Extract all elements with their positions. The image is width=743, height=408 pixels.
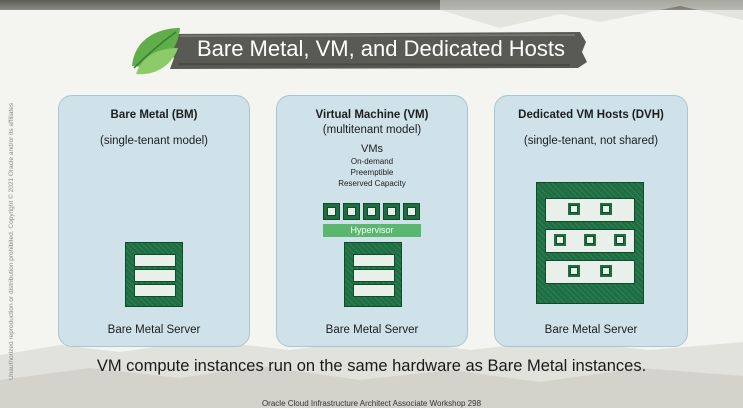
panel-footer: Bare Metal Server <box>544 324 638 336</box>
vm-icon <box>403 203 420 220</box>
top-band <box>0 0 743 10</box>
panel-title: Bare Metal (BM) <box>110 109 198 121</box>
vm-option-on-demand: On-demand <box>350 157 394 166</box>
hypervisor-bar: Hypervisor <box>323 224 421 237</box>
panel-subtitle: (multitenant model) <box>322 124 422 136</box>
bare-metal-server-icon <box>125 242 183 307</box>
bare-metal-server-icon <box>344 242 402 307</box>
vm-icon <box>383 203 400 220</box>
vms-heading: VMs <box>361 143 383 155</box>
slide-title: Bare Metal, VM, and Dedicated Hosts <box>196 36 566 61</box>
vm-option-reserved: Reserved Capacity <box>338 179 406 188</box>
panel-dedicated-vm-hosts: Dedicated VM Hosts (DVH) (single-tenant,… <box>494 95 688 347</box>
panel-footer: Bare Metal Server <box>107 324 201 336</box>
panel-bare-metal: Bare Metal (BM) (single-tenant model) Ba… <box>58 95 250 347</box>
vm-icon <box>363 203 380 220</box>
panel-subtitle: (single-tenant, not shared) <box>523 135 659 147</box>
slide-caption: VM compute instances run on the same har… <box>96 357 647 375</box>
slide-footer: Oracle Cloud Infrastructure Architect As… <box>261 399 482 408</box>
title-banner: Bare Metal, VM, and Dedicated Hosts <box>150 30 588 70</box>
vm-icon <box>343 203 360 220</box>
panel-subtitle: (single-tenant model) <box>99 135 209 147</box>
vm-option-preemptible: Preemptible <box>350 168 394 177</box>
panel-virtual-machine: Virtual Machine (VM) (multitenant model)… <box>276 95 468 347</box>
panel-footer: Bare Metal Server <box>325 324 419 336</box>
dedicated-host-server-icon <box>536 182 644 304</box>
leaf-icon <box>132 28 180 75</box>
vm-icon <box>323 203 340 220</box>
copyright-note: Unauthorized reproduction or distributio… <box>8 102 15 380</box>
panel-title: Virtual Machine (VM) <box>315 109 429 121</box>
panel-title: Dedicated VM Hosts (DVH) <box>518 109 664 121</box>
